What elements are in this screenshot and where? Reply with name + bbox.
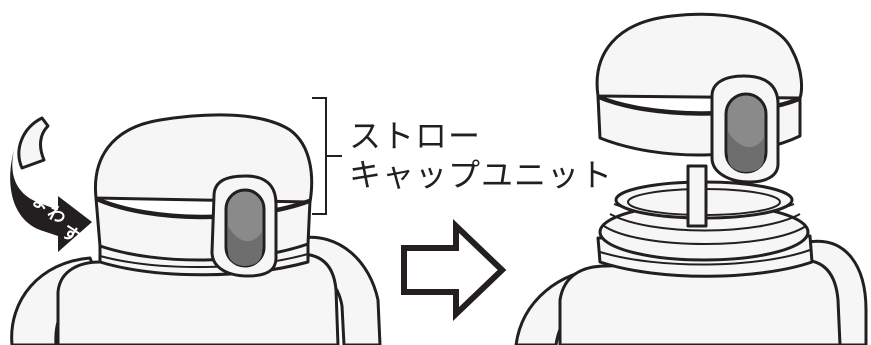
rotate-arrow-icon: ま わ す	[10, 116, 92, 252]
next-step-arrow-icon	[401, 218, 507, 322]
right-cap-window	[710, 74, 780, 184]
label-line-2: キャップユニット	[349, 156, 614, 194]
label-bracket	[312, 97, 342, 215]
left-cap-dome	[93, 113, 314, 204]
left-cap-window	[210, 174, 278, 278]
straw	[686, 164, 708, 228]
label-line-1: ストロー	[349, 117, 482, 155]
bottle-disassembled	[514, 12, 868, 345]
detached-cap	[595, 12, 804, 184]
left-cap-band	[94, 196, 312, 262]
bottle-assembled	[10, 113, 382, 345]
